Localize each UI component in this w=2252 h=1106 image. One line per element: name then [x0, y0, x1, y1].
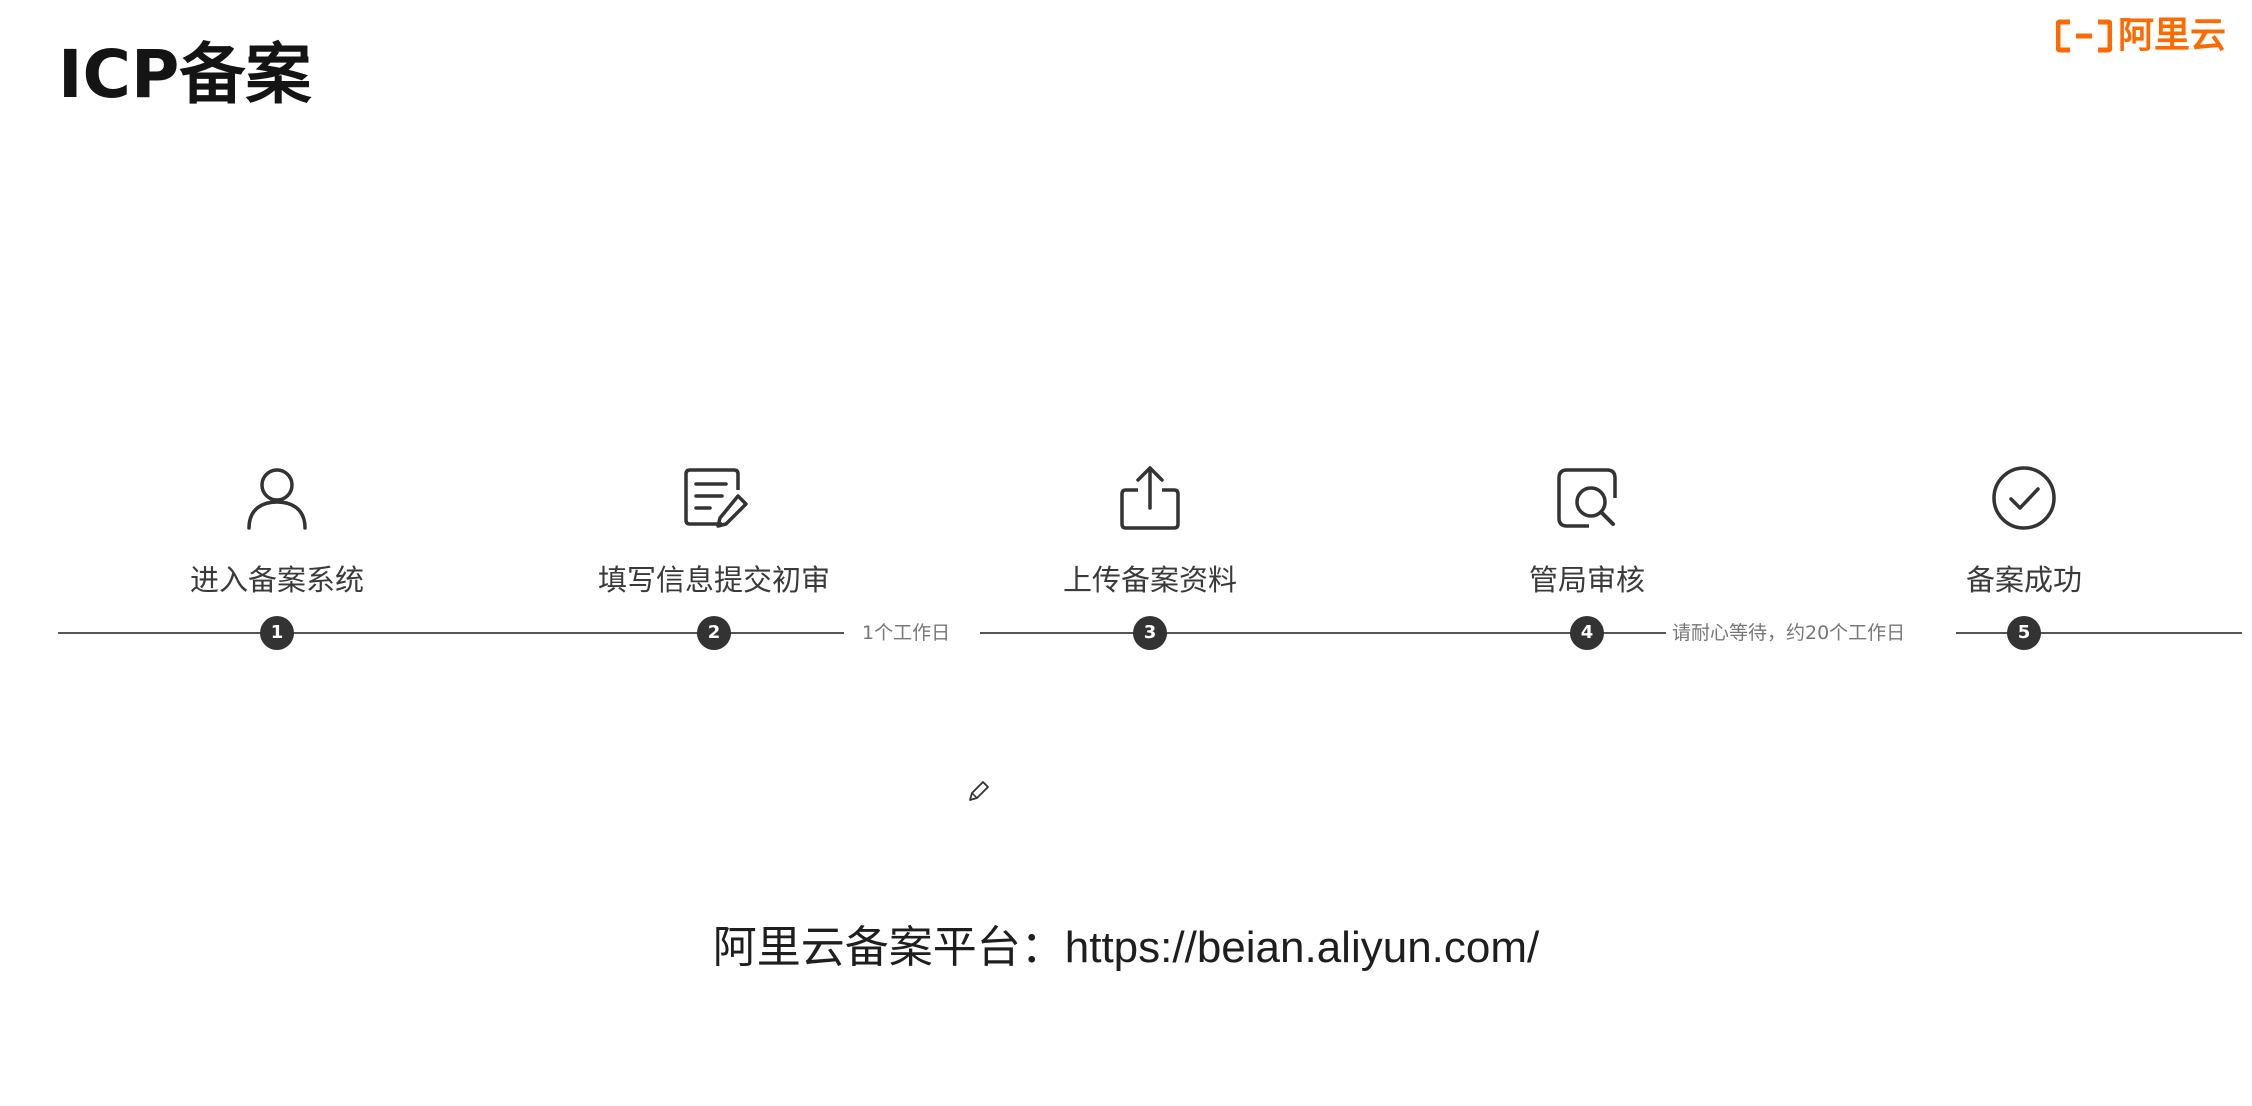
step-2: 填写信息提交初审 — [514, 460, 914, 600]
step-number-badge: 5 — [2007, 616, 2041, 650]
timeline-segment — [58, 632, 844, 634]
page-title: ICP备案 — [58, 36, 312, 113]
timeline-segment — [980, 632, 1666, 634]
step-number-badge: 4 — [1570, 616, 1604, 650]
pencil-cursor-icon — [969, 781, 989, 801]
aliyun-logo-icon — [2055, 19, 2112, 53]
edit-form-icon — [684, 468, 748, 528]
step-label: 进入备案系统 — [189, 563, 364, 597]
platform-label: 阿里云备案平台： — [712, 923, 1065, 972]
duration-note: 请耐心等待，约20个工作日 — [1672, 622, 1906, 644]
step-label: 管局审核 — [1528, 563, 1645, 597]
step-1: 进入备案系统 — [77, 460, 477, 600]
step-3: 上传备案资料 — [950, 460, 1350, 600]
step-label: 上传备案资料 — [1062, 563, 1237, 597]
brand-name: 阿里云 — [2117, 15, 2226, 56]
step-5: 备案成功 — [1824, 460, 2224, 600]
step-number-badge: 1 — [260, 616, 294, 650]
platform-url-link[interactable]: https://beian.aliyun.com/ — [1064, 923, 1540, 972]
step-label: 备案成功 — [1965, 563, 2082, 597]
platform-info: 阿里云备案平台：https://beian.aliyun.com/ — [0, 918, 2252, 978]
timeline-segment — [1956, 632, 2242, 634]
user-icon — [247, 468, 307, 530]
check-circle-icon — [1992, 466, 2056, 530]
step-number-badge: 2 — [697, 616, 731, 650]
duration-note: 1个工作日 — [862, 622, 951, 644]
review-search-icon — [1557, 468, 1617, 528]
step-number-badge: 3 — [1133, 616, 1167, 650]
upload-icon — [1120, 466, 1180, 530]
step-4: 管局审核 — [1387, 460, 1787, 600]
step-label: 填写信息提交初审 — [597, 563, 830, 597]
brand-logo: 阿里云 — [2055, 15, 2226, 56]
